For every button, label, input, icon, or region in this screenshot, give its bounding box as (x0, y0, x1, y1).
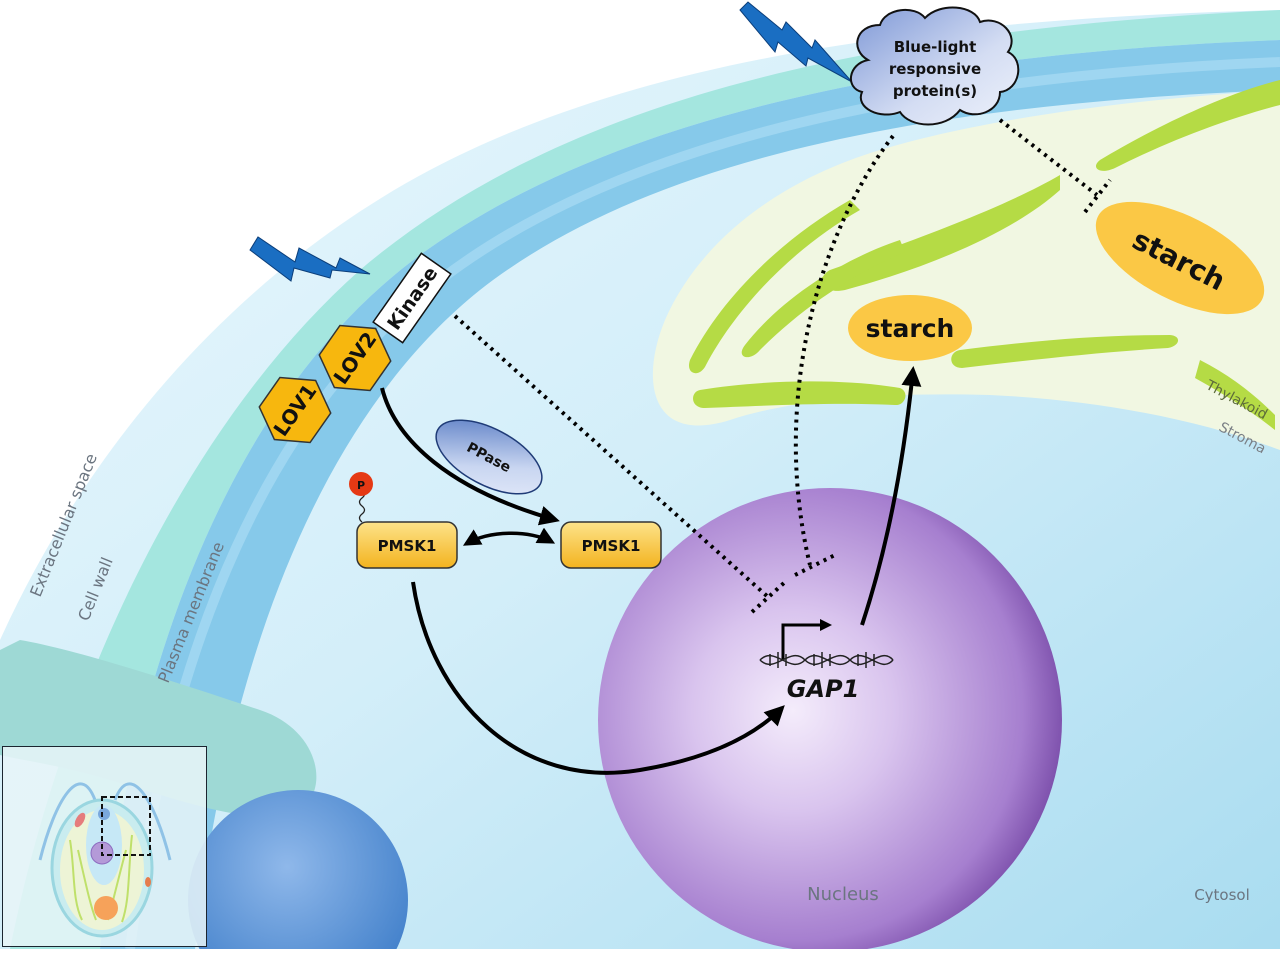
cloud-label-line-1: Blue-light (894, 38, 977, 56)
phospho-linker (358, 489, 366, 523)
inset-cell-overview (2, 746, 207, 947)
starch-granule-large: starch (1095, 201, 1265, 315)
gap1-label: GAP1 (787, 675, 860, 703)
er-tube (0, 640, 317, 817)
starch-granule-small: starch (848, 295, 972, 361)
starch-label-small: starch (866, 314, 955, 343)
arrow-lov2-to-pmsk1 (380, 387, 560, 526)
inset-zoom-region (101, 796, 151, 856)
phosphate-label: P (357, 479, 365, 492)
ppase-enzyme: PPase (435, 419, 543, 495)
blue-light-bolt-icon-cloud (739, 1, 853, 83)
chloroplast (652, 90, 1280, 450)
label-cytosol: Cytosol (1194, 886, 1250, 904)
cloud-label-line-2: responsive (889, 60, 981, 78)
gap1-gene: GAP1 (759, 619, 894, 703)
dna-helix-icon (759, 652, 894, 668)
thylakoids (688, 80, 1280, 430)
phosphate-icon (349, 472, 373, 496)
label-nucleus: Nucleus (807, 884, 879, 905)
organelle-blob (188, 790, 408, 954)
cloud-label-line-3: protein(s) (893, 82, 977, 100)
arrow-pmsk1-reversible (462, 527, 556, 546)
pmsk1-label: PMSK1 (582, 537, 641, 555)
nucleus (598, 488, 1062, 952)
pmsk1-phosphorylated-label: PMSK1 (378, 537, 437, 555)
inset-frame (2, 746, 207, 947)
arrow-gap1-to-starch (860, 366, 922, 626)
pmsk1-phosphorylated: PMSK1 (356, 521, 458, 569)
inhibition-kinase-to-gap1 (453, 314, 787, 614)
phototropin-lov2-domain: LOV2 (318, 324, 392, 392)
blue-light-bolt-icon-membrane (249, 236, 371, 282)
pmsk1-dephosphorylated: PMSK1 (560, 521, 662, 569)
inhibition-cloud-to-starch (998, 118, 1112, 214)
arrow-pmsk1-to-gap1 (411, 581, 785, 775)
transcription-start-arrow (781, 623, 822, 660)
blue-light-responsive-protein: Blue-light responsive protein(s) (850, 6, 1020, 126)
phototropin-lov1-domain: LOV1 (258, 376, 332, 444)
